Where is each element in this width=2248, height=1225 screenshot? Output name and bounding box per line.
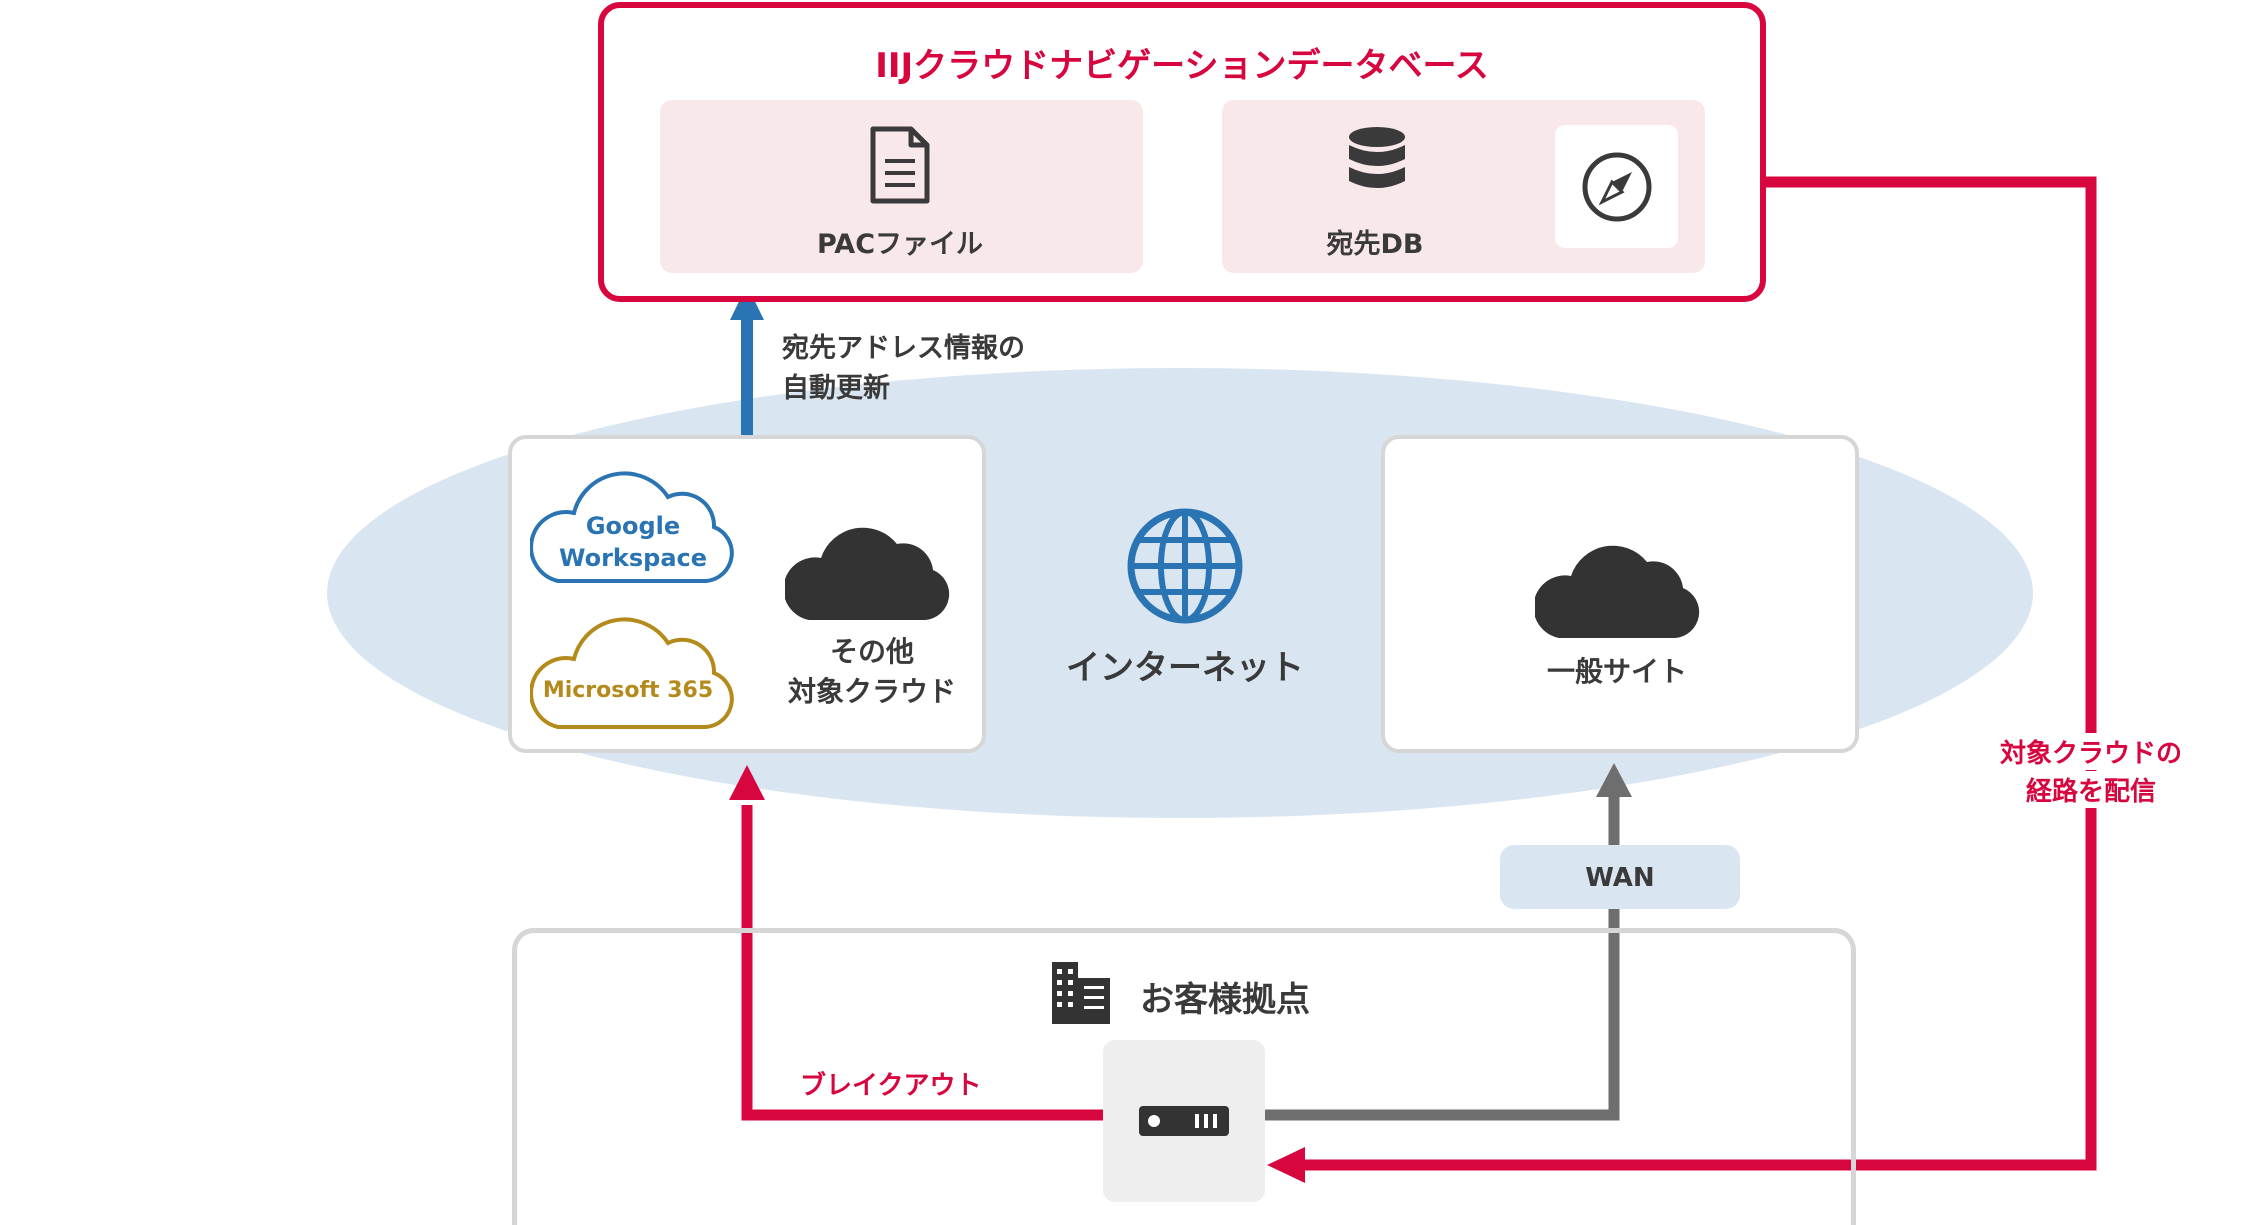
other-cloud-label-line2: 対象クラウド: [787, 675, 957, 708]
route-note-line1: 対象クラウドの: [1993, 733, 2189, 770]
compass-icon: [1582, 152, 1652, 222]
route-note-line2: 経路を配信: [2019, 771, 2163, 808]
customer-site-box: [512, 928, 1856, 1225]
breakout-line: [741, 805, 1103, 1121]
update-note-line2: 自動更新: [782, 373, 890, 404]
google-workspace-cloud-icon: [530, 471, 734, 583]
route-distribution-line: [1300, 176, 2097, 1171]
wan-badge: [1500, 845, 1740, 909]
internet-label: インターネット: [1066, 648, 1304, 688]
other-cloud-label-line1: その他: [829, 635, 915, 668]
globe-icon: [1127, 508, 1243, 624]
microsoft-365-label: Microsoft 365: [542, 678, 714, 703]
general-site-cloud-icon: [1535, 545, 1700, 638]
microsoft-365-cloud-icon: [530, 617, 734, 729]
database-icon: [1349, 127, 1405, 188]
database-title: IIJクラウドナビゲーションデータベース: [875, 46, 1489, 86]
google-workspace-label-line2: Workspace: [558, 544, 708, 572]
google-workspace-label-line1: Google: [585, 512, 681, 540]
customer-site-title: お客様拠点: [1140, 980, 1310, 1020]
general-site-label: 一般サイト: [1546, 655, 1688, 688]
wan-label: WAN: [1585, 863, 1655, 893]
destination-db-label: 宛先DB: [1326, 229, 1424, 260]
pac-file-label: PACファイル: [816, 229, 984, 260]
wan-arrowhead: [1596, 763, 1632, 797]
building-icon: [1052, 962, 1110, 1024]
breakout-arrowhead: [729, 765, 765, 800]
update-arrow: [730, 285, 764, 436]
breakout-label: ブレイクアウト: [800, 1071, 982, 1101]
document-icon: [870, 126, 930, 204]
update-note-line1: 宛先アドレス情報の: [782, 333, 1025, 364]
other-cloud-icon: [785, 527, 950, 620]
router-icon: [1139, 1106, 1229, 1136]
route-arrowhead: [1267, 1147, 1305, 1183]
general-site-box: [1381, 435, 1859, 753]
